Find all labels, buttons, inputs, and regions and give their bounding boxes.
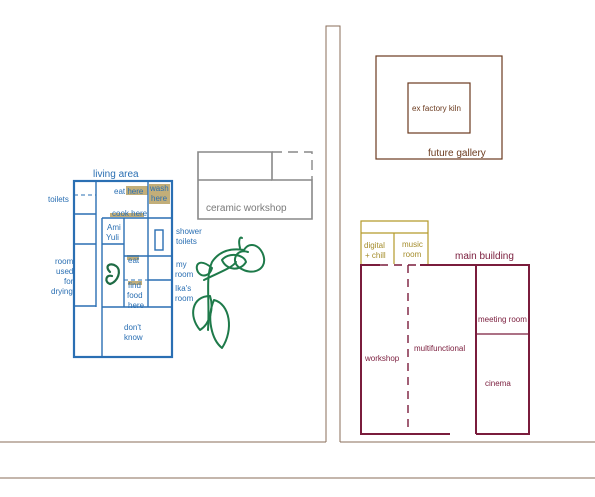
eat-label: eat [128,256,140,265]
chill-label: + chill [365,251,386,260]
plant-leaf-left [195,261,213,277]
main-outline [360,264,530,435]
meeting-room-label: meeting room [478,315,527,324]
ikas-room-label: room [175,294,194,303]
workshop-label: workshop [364,354,400,363]
highlight-wash-here [149,184,170,204]
plant-leaf-top [221,254,247,270]
plant-stem [207,248,245,331]
music-label: music [402,240,423,249]
digital-chill-area: digital + chill music room [360,220,429,264]
highlight-eat [127,255,139,260]
gallery-title: future gallery [428,148,486,159]
yuli-label: Yuli [106,233,119,242]
toilets-label: toilets [48,195,69,204]
wash-label: wash [149,184,169,193]
plant-doodle-icon [192,236,266,349]
digital-outline [360,220,429,264]
dont-know-label: know [124,333,143,342]
ceramic-workshop-label: ceramic workshop [206,203,287,214]
kiln-outline [407,82,471,134]
find-label: find [128,281,141,290]
ground-lines [0,25,595,479]
ami-label: Ami [107,223,121,232]
kiln-label: ex factory kiln [412,104,461,113]
dont-label: don't [124,323,142,332]
my-label: my [176,260,187,269]
main-building: main building workshop multifunctional m… [360,251,530,435]
music-room-label: room [403,250,422,259]
living-outline [72,179,174,359]
highlight-cook-here [110,213,144,217]
plant-branch [203,261,237,281]
digital-label: digital [364,241,385,250]
shower-label: shower [176,227,202,236]
for-label: for [64,277,74,286]
plant-vine [233,243,266,273]
living-area: living area [48,169,202,359]
multifunctional-label: multifunctional [414,344,465,353]
cook-here-label: cook here [112,209,148,218]
plant-tendril [238,236,243,249]
wall-column [325,25,341,442]
future-gallery: ex factory kiln future gallery [375,55,503,160]
highlight-find-food [128,281,142,285]
cinema-label: cinema [485,379,511,388]
eat-here-label: eat here [114,187,144,196]
ceramic-workshop: ceramic workshop [197,151,313,220]
ikas-label: Ika's [175,284,191,293]
food-label: food [127,291,143,300]
ceramic-annex-dashed [272,151,313,180]
shower-toilets-label: toilets [176,237,197,246]
main-building-title: main building [455,251,514,262]
scribble-path [105,263,120,286]
used-label: used [56,267,73,276]
my-room-label: room [175,270,194,279]
plant-leaf-big [209,299,230,349]
living-area-title: living area [93,169,139,180]
highlight-eat-here [126,186,148,195]
shower-fixture [154,229,164,251]
drying-label: drying [51,287,73,296]
scribble-icon [105,263,120,286]
room-used-label: room [55,257,74,266]
here-label: here [151,194,168,203]
food-here-label: here [128,301,145,310]
gallery-outline [375,55,503,160]
